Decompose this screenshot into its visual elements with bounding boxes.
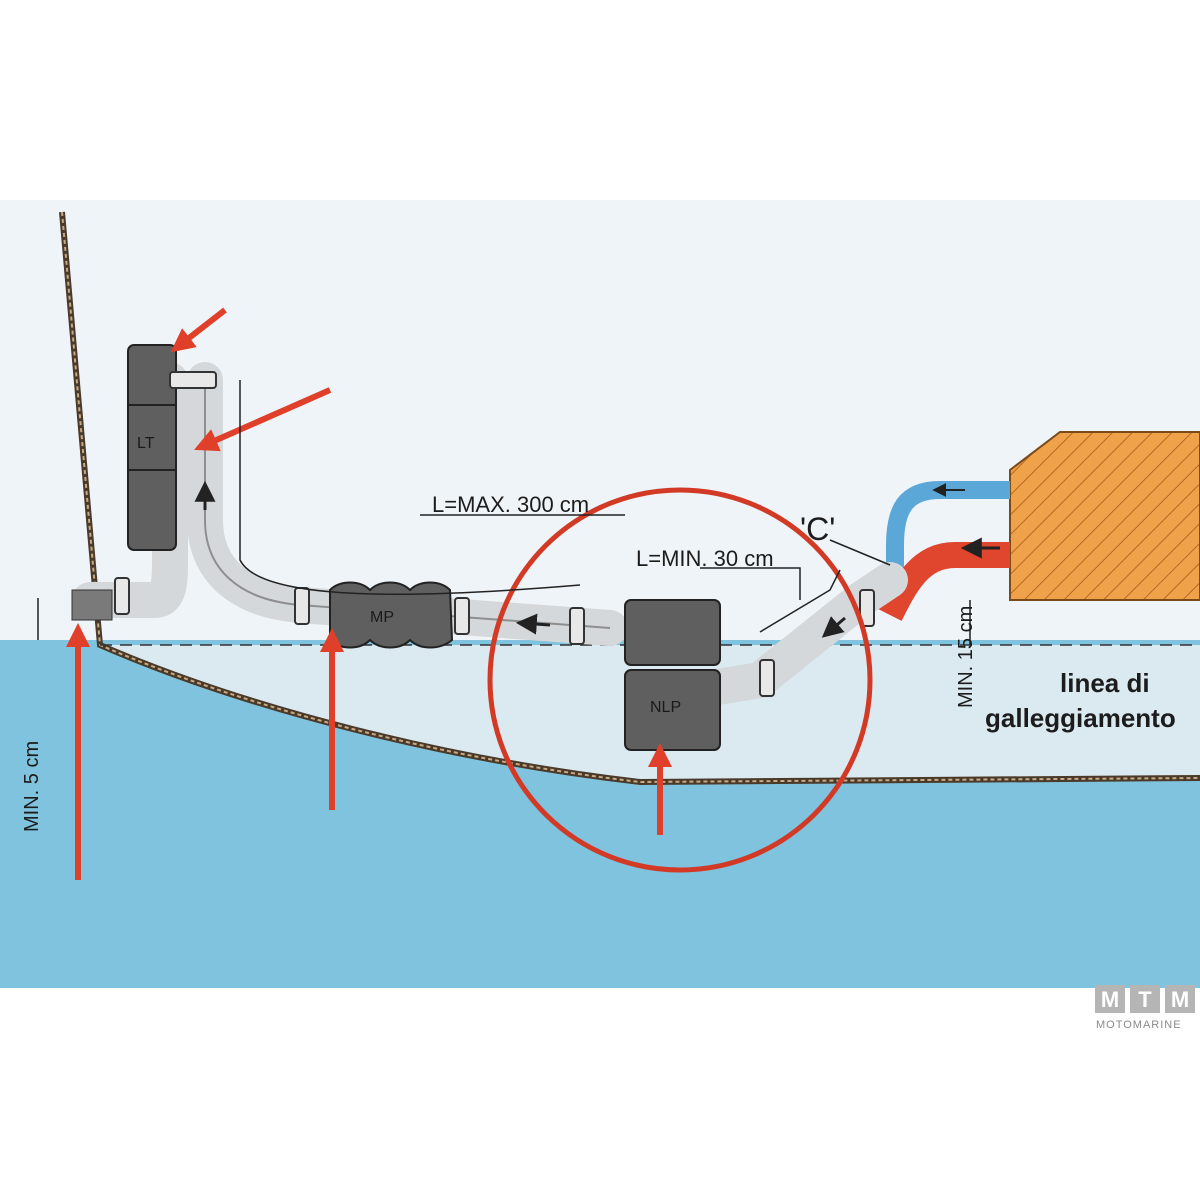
nlp-waterlock: NLP [624,599,721,751]
logo-letter-2: T [1138,987,1152,1012]
mtm-logo: M T M MOTOMARINE [1095,985,1195,1031]
lt-label: LT [137,435,155,452]
dimension-lines [37,380,971,645]
waterline-label-1: linea di [1060,668,1150,698]
hose-clamps [114,371,875,697]
lt-component: LT [127,344,177,551]
min-5-label: MIN. 5 cm [21,741,43,832]
logo-letter-1: M [1101,987,1119,1012]
waterline-label-2: galleggiamento [985,703,1176,733]
thru-hull-fitting [71,589,113,621]
nlp-highlight-circle [487,487,873,873]
mp-muffler: MP [329,581,454,649]
engine-block [1009,431,1200,601]
min-length-label: L=MIN. 30 cm [636,546,774,571]
nlp-label: NLP [650,699,681,716]
exhaust-outlet [878,542,1010,621]
max-length-label: L=MAX. 300 cm [432,492,589,517]
logo-subtitle: MOTOMARINE [1096,1019,1182,1031]
logo-letter-3: M [1171,987,1189,1012]
mp-label: MP [370,609,394,626]
min-15-label: MIN. 15 cm [955,606,977,708]
red-arrows [66,307,672,880]
c-marker-label: 'C' [800,511,835,547]
